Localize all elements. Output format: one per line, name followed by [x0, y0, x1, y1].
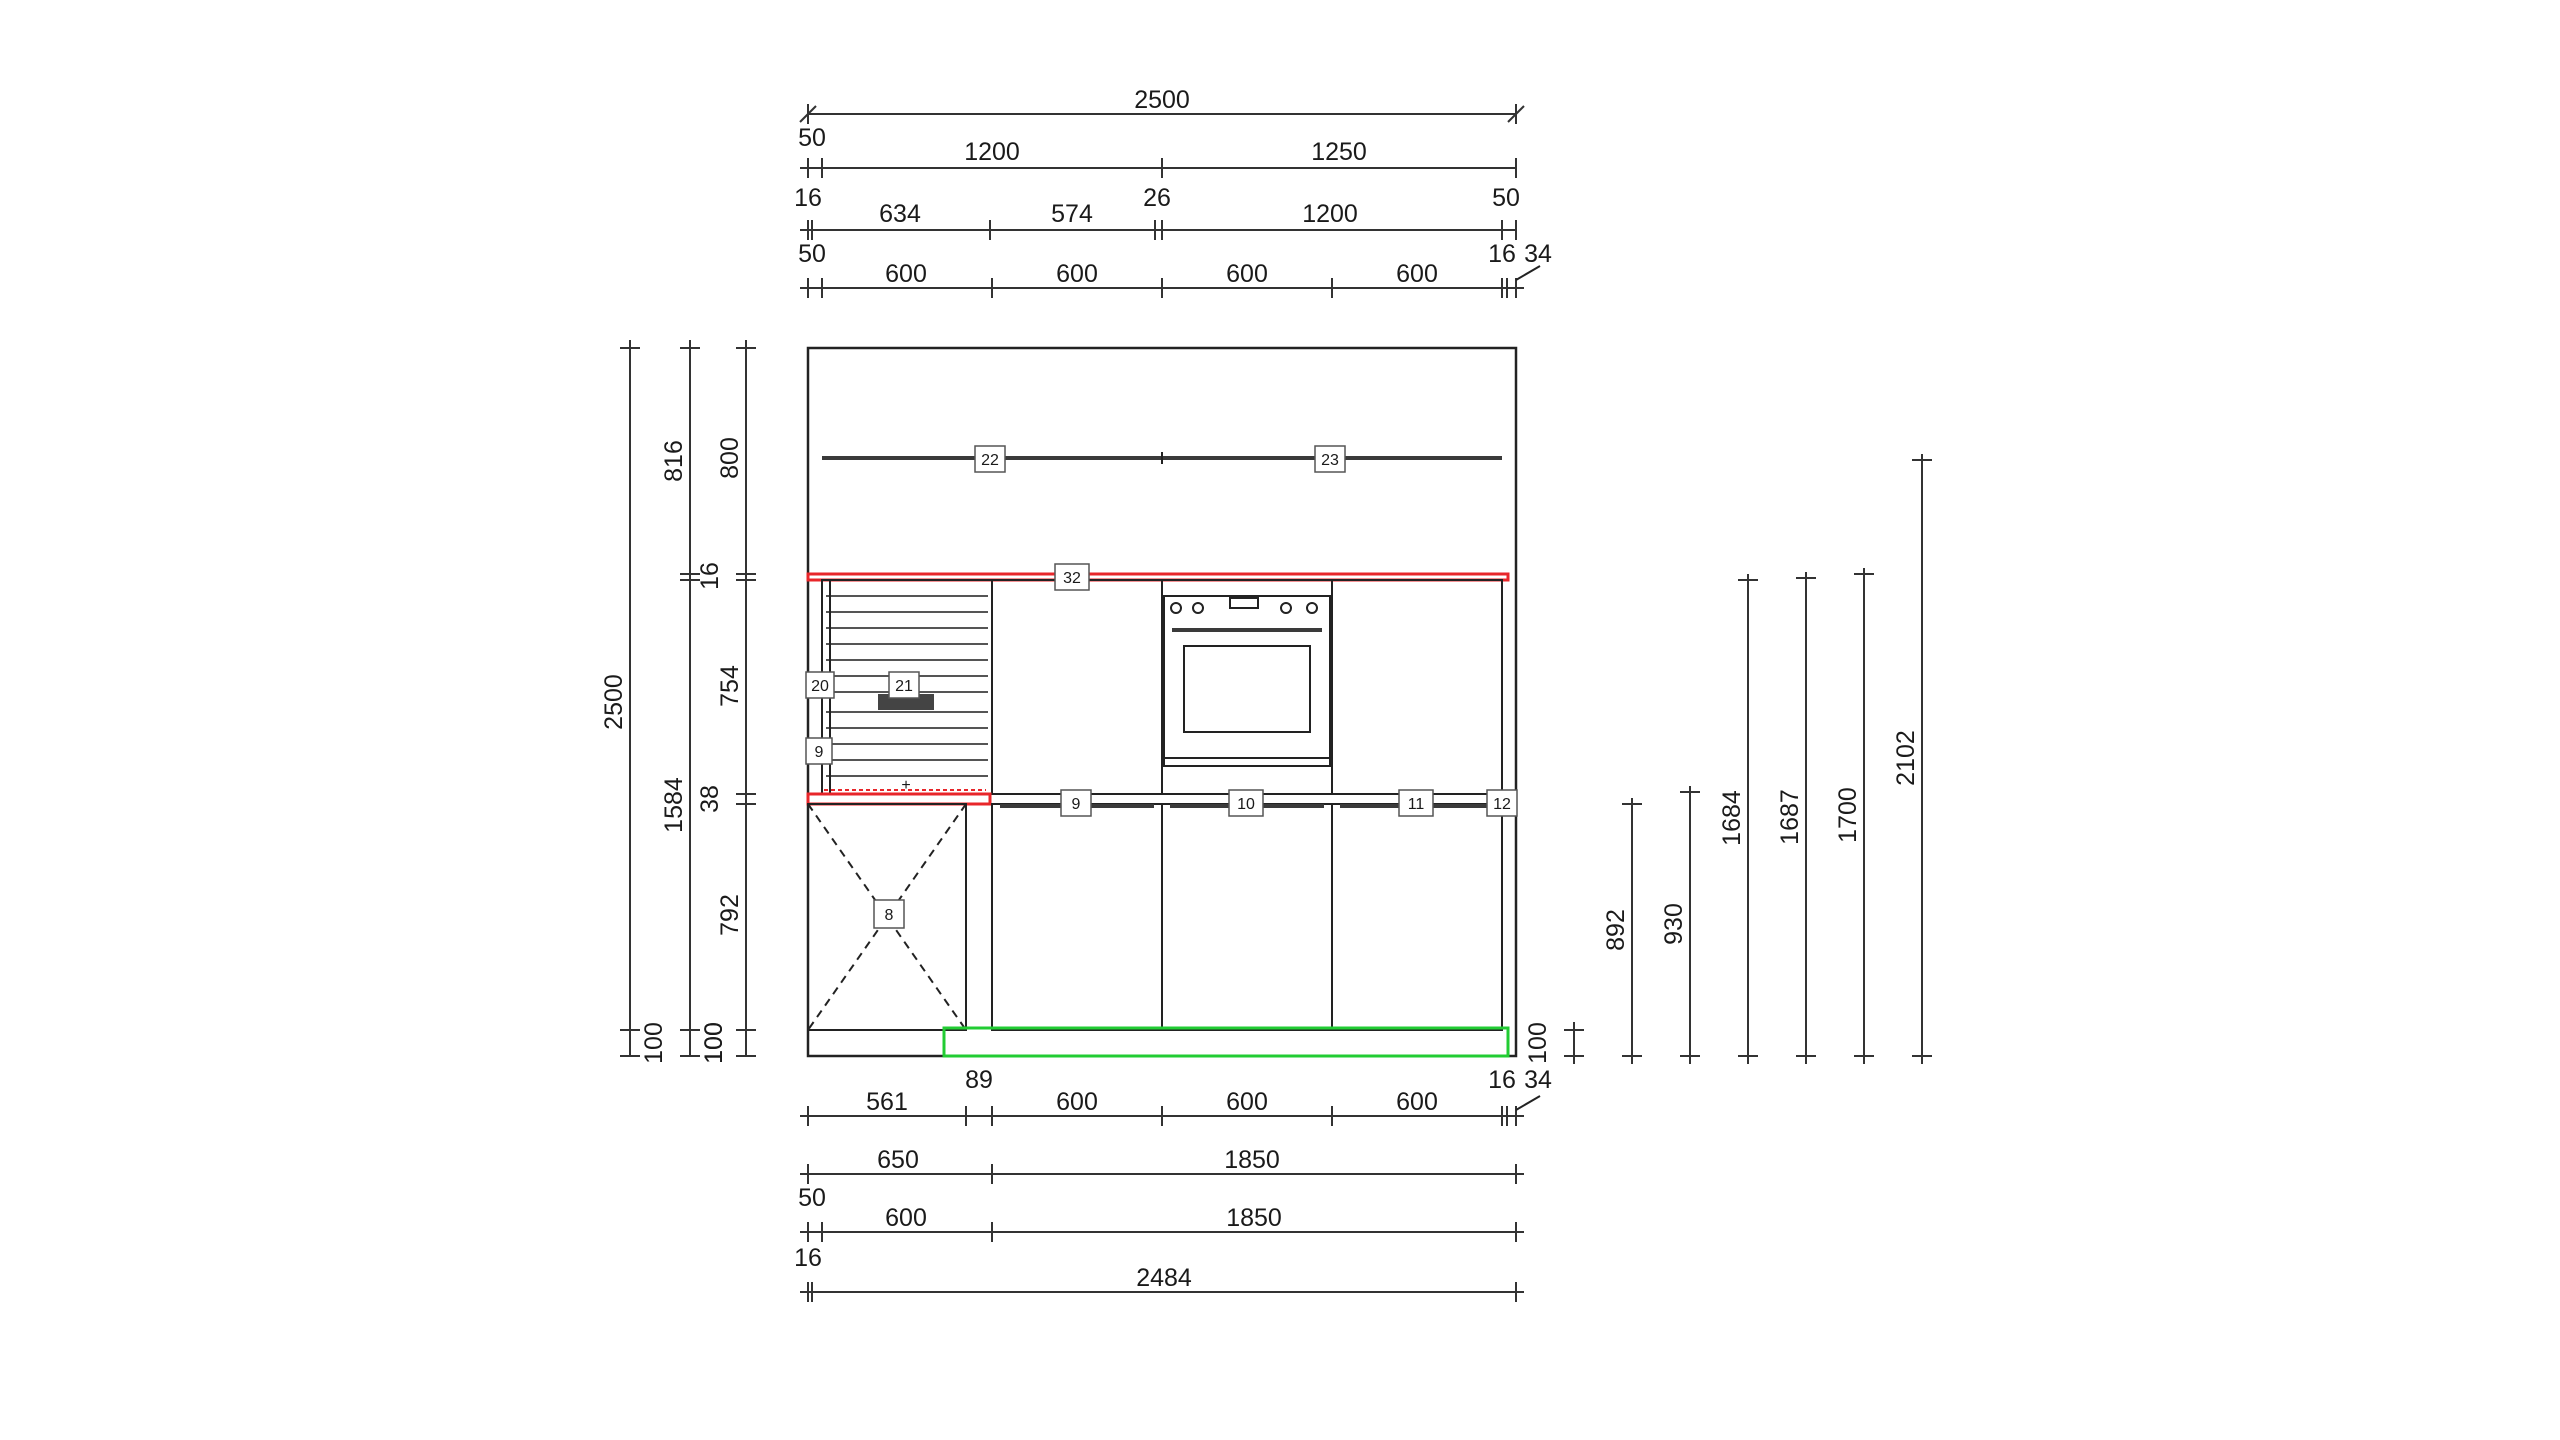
top-dimension-chains: 2500 50 1200 1250 16 634 574 26 1200 50 …: [794, 86, 1552, 298]
position-tags: 22 23 32 20 21 9 9 10 11 12 8: [805, 445, 1518, 929]
dim-top-row4-g: 34: [1524, 240, 1552, 268]
dim-bottom-row1-c: 600: [1056, 1088, 1098, 1116]
dim-top-row3-a: 16: [794, 184, 822, 212]
bottom-dimension-chains: 561 89 600 600 600 16 34 650 1850 50 600…: [794, 1066, 1552, 1302]
wall-cabinet-b: [1331, 579, 1503, 795]
kitchen-elevation: + 22 23 32 20 21 9 9: [805, 346, 1518, 1058]
dim-left-col3-b: 754: [716, 665, 744, 707]
dim-top-row3-b: 634: [879, 200, 921, 228]
dim-left-col2-b: 16: [696, 562, 724, 590]
dim-left-col2-d: 100: [700, 1022, 728, 1064]
tag-23: 23: [1321, 452, 1339, 469]
dim-bottom-row2-a: 650: [877, 1146, 919, 1174]
dim-bottom-row2-b: 1850: [1224, 1146, 1280, 1174]
dim-right-2102: 2102: [1892, 730, 1920, 786]
dim-left-col3-d: 792: [716, 894, 744, 936]
shelf-lines: [826, 595, 988, 777]
dim-bottom-row1-g: 34: [1524, 1066, 1552, 1094]
oven-housing: [1161, 579, 1333, 795]
tag-8: 8: [885, 907, 894, 924]
dim-left-col3-e: 100: [700, 1022, 728, 1064]
dim-bottom-row1-d: 600: [1226, 1088, 1268, 1116]
dim-top-row2-c: 1250: [1311, 138, 1367, 166]
dim-top-total: 2500: [1134, 86, 1190, 114]
oven: [1163, 595, 1331, 759]
dim-left-col2-c: 1584: [660, 777, 688, 833]
right-dimension-chains: 100 892 930 1684 1687 1700 2102: [1524, 454, 1932, 1064]
wall-cabinet-a: [991, 579, 1163, 795]
base-cabinet-3: [1331, 803, 1503, 1031]
oven-window: [1183, 645, 1311, 733]
tag-32: 32: [1063, 570, 1081, 587]
tag-20: 20: [811, 678, 829, 695]
dim-top-row3-e: 1200: [1302, 200, 1358, 228]
plinth: [942, 1026, 1510, 1058]
lower-countertop: [806, 792, 992, 806]
dim-top-row3-f: 50: [1492, 184, 1520, 212]
svg-text:+: +: [901, 777, 910, 794]
dim-left-plinth-1: 100: [640, 1022, 668, 1064]
dim-top-row2-a: 50: [798, 124, 826, 152]
dim-right-1684: 1684: [1718, 790, 1746, 846]
dim-right-892: 892: [1602, 909, 1630, 951]
dim-top-row4-b: 600: [885, 260, 927, 288]
dim-top-row3-d: 26: [1143, 184, 1171, 212]
dim-top-row4-f: 16: [1488, 240, 1516, 268]
dim-bottom-row3-c: 1850: [1226, 1204, 1282, 1232]
left-dimension-chains: 2500 100 816 16 1584 100 800 754 38 792 …: [600, 340, 756, 1064]
dim-top-row3-c: 574: [1051, 200, 1093, 228]
dim-bottom-row1-a: 561: [866, 1088, 908, 1116]
dim-right-1700: 1700: [1834, 787, 1862, 843]
dim-top-row4-a: 50: [798, 240, 826, 268]
tag-21: 21: [895, 678, 913, 695]
base-cabinet-2: [1161, 803, 1333, 1031]
dim-left-col2-a: 816: [660, 440, 688, 482]
dim-bottom-row1-e: 600: [1396, 1088, 1438, 1116]
dim-left-total: 2500: [600, 674, 628, 730]
dim-top-row4-d: 600: [1226, 260, 1268, 288]
dim-left-col3-c: 38: [696, 785, 724, 813]
dim-left-col3-a: 800: [716, 437, 744, 479]
base-cabinet-1: [991, 803, 1163, 1031]
tag-11: 11: [1408, 796, 1425, 813]
dim-right-1687: 1687: [1776, 789, 1804, 845]
tag-9: 9: [1072, 796, 1081, 813]
dim-bottom-row1-b: 89: [965, 1066, 993, 1094]
tag-22: 22: [981, 452, 999, 469]
dim-bottom-row3-b: 600: [885, 1204, 927, 1232]
dim-top-row4-c: 600: [1056, 260, 1098, 288]
dim-bottom-row4-a: 16: [794, 1244, 822, 1272]
tag-9-left: 9: [815, 744, 824, 761]
tag-10: 10: [1237, 796, 1255, 813]
dim-top-row4-e: 600: [1396, 260, 1438, 288]
dim-bottom-row4-b: 2484: [1136, 1264, 1192, 1292]
dim-bottom-row1-f: 16: [1488, 1066, 1516, 1094]
dim-right-plinth: 100: [1524, 1022, 1552, 1064]
dim-bottom-row3-a: 50: [798, 1184, 826, 1212]
dim-right-930: 930: [1660, 903, 1688, 945]
tag-12: 12: [1493, 796, 1511, 813]
dim-top-row2-b: 1200: [964, 138, 1020, 166]
